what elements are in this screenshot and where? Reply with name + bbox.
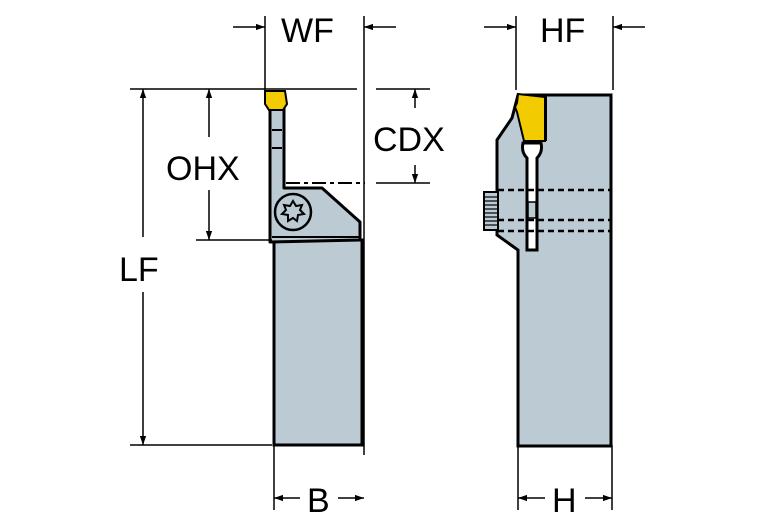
hf-label: HF: [540, 12, 585, 50]
wf-label: WF: [281, 12, 334, 50]
front-view: [264, 90, 365, 447]
h-label: H: [552, 482, 577, 520]
front-insert: [264, 90, 289, 111]
side-body: [495, 93, 613, 448]
ohx-label: OHX: [166, 150, 240, 188]
knurl-adjuster-icon: [483, 191, 499, 231]
dimensions: WF HF CDX OHX LF B H: [119, 12, 645, 520]
blade-slot: [521, 141, 543, 252]
side-view: [483, 92, 613, 448]
b-label: B: [307, 482, 330, 520]
slot-bridge: [527, 201, 537, 219]
cdx-label: CDX: [373, 121, 445, 159]
clamp-screw-icon: [273, 192, 313, 232]
front-shank: [272, 238, 364, 447]
lf-label: LF: [119, 251, 159, 289]
